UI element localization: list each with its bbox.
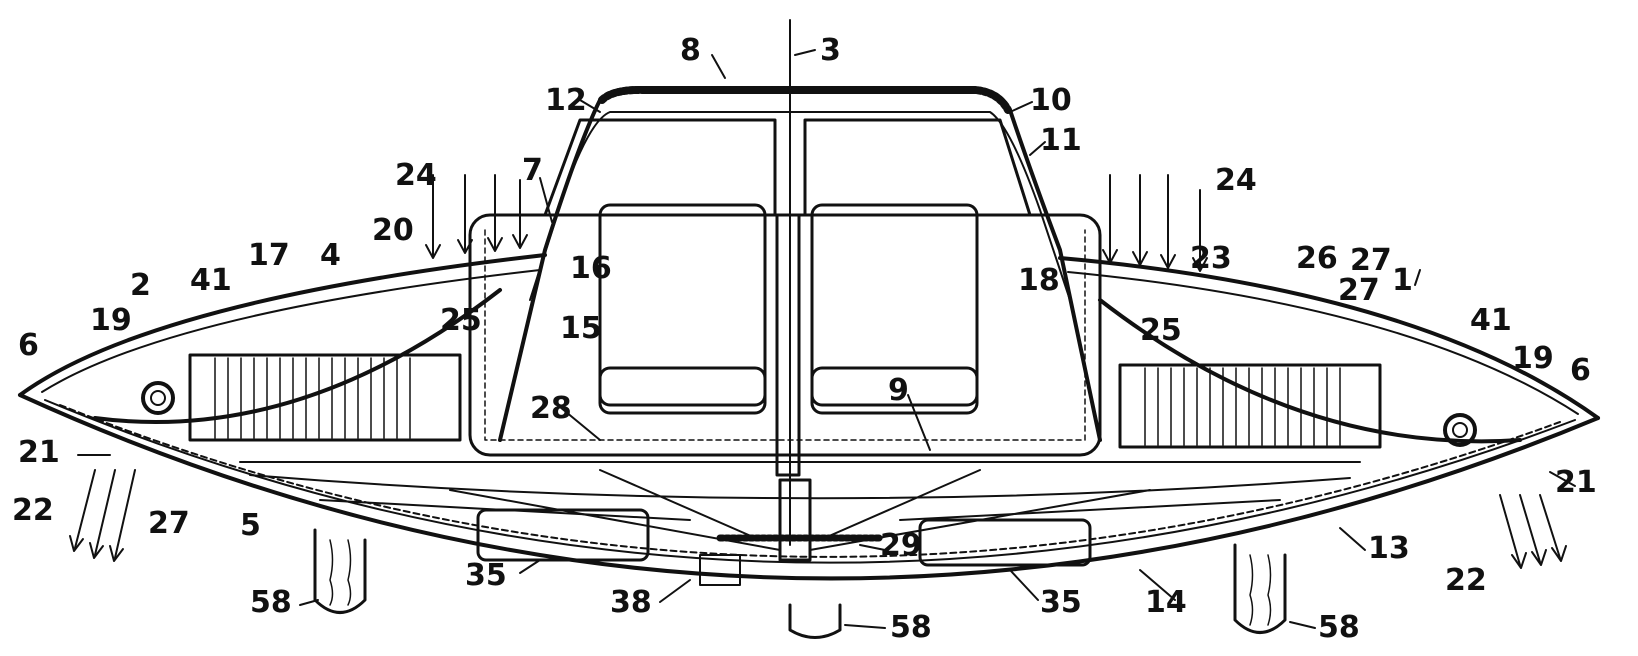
ducted-fan-left — [93, 288, 502, 442]
hull-upper-outer-right — [1058, 256, 1600, 420]
seat-back-left — [598, 203, 767, 407]
ref-19-left: 19 — [90, 303, 132, 338]
ref-8: 8 — [680, 33, 701, 68]
hull-upper-outer — [18, 253, 547, 397]
ref-21-right: 21 — [1555, 465, 1597, 500]
ref-27-top: 27 — [1350, 243, 1392, 278]
airflow-arrows-top-right — [1102, 174, 1208, 272]
ref-28: 28 — [530, 391, 572, 426]
ref-16: 16 — [570, 251, 612, 286]
ref-35-left: 35 — [465, 558, 507, 593]
duct-curve-right — [1098, 298, 1522, 444]
ref-3: 3 — [820, 33, 841, 68]
battery-right — [918, 518, 1092, 567]
ref-41-right: 41 — [1470, 303, 1512, 338]
ref-4: 4 — [320, 238, 341, 273]
ref-1: 1 — [1392, 263, 1413, 298]
ref-9: 9 — [888, 373, 909, 408]
hull-upper-inner — [41, 269, 541, 393]
ref-6-right: 6 — [1570, 353, 1591, 388]
seat-base-left — [598, 366, 767, 415]
ref-5: 5 — [240, 508, 261, 543]
hull-lower-outer — [18, 393, 1600, 581]
ref-6-left: 6 — [18, 328, 39, 363]
hull-shell — [18, 253, 1600, 581]
ref-25-left: 25 — [440, 303, 482, 338]
ref-38: 38 — [610, 585, 652, 620]
ducted-fan-right — [1098, 298, 1522, 449]
ref-22-left: 22 — [12, 493, 54, 528]
wheel-center — [788, 603, 842, 639]
ref-24-left: 24 — [395, 158, 437, 193]
center-console — [775, 213, 801, 477]
window-right — [803, 118, 1032, 217]
ref-13: 13 — [1368, 531, 1410, 566]
airflow-arrows-bottom-right — [1499, 494, 1567, 569]
airflow-arrows-bottom-left — [69, 469, 136, 562]
ref-7: 7 — [522, 153, 543, 188]
ref-58-left: 58 — [250, 585, 292, 620]
hub-right — [1443, 413, 1477, 447]
ref-17: 17 — [248, 238, 290, 273]
ref-14: 14 — [1145, 585, 1187, 620]
ref-41-left: 41 — [190, 263, 232, 298]
ref-10: 10 — [1030, 83, 1072, 118]
ref-29: 29 — [880, 528, 922, 563]
seat-base-right — [810, 366, 979, 415]
ref-18: 18 — [1018, 263, 1060, 298]
ref-21-left: 21 — [18, 435, 60, 470]
ref-25-right: 25 — [1140, 313, 1182, 348]
ref-11: 11 — [1040, 123, 1082, 158]
duct-curve-left — [93, 288, 502, 424]
hub-left — [141, 381, 175, 415]
ref-19-right: 19 — [1512, 341, 1554, 376]
window-left — [543, 118, 777, 217]
ref-2: 2 — [130, 268, 151, 303]
wheel-left — [313, 528, 367, 614]
wheel-right — [1233, 543, 1287, 634]
fan-housing-right — [1118, 363, 1382, 449]
fan-housing-left — [188, 353, 462, 442]
ref-27-left: 27 — [148, 506, 190, 541]
ref-22-right: 22 — [1445, 563, 1487, 598]
airflow-arrows-top-left — [425, 174, 528, 259]
canopy-inner — [529, 111, 1071, 301]
leader-lines — [77, 49, 1576, 629]
ref-58-center: 58 — [890, 610, 932, 645]
hull-upper-inner-right — [1067, 271, 1579, 415]
ref-23: 23 — [1190, 241, 1232, 276]
ref-58-right: 58 — [1318, 610, 1360, 645]
reference-numerals: 1 2 3 4 5 6 6 7 8 9 10 11 12 13 14 15 16… — [12, 33, 1597, 645]
hull-lower-inner — [44, 399, 1576, 564]
hull-lower-inner-2 — [59, 404, 1561, 558]
cabin-canopy — [468, 19, 1102, 546]
drive-gear — [699, 478, 884, 586]
canopy-top-hatched — [598, 86, 1012, 114]
ref-15: 15 — [560, 311, 602, 346]
ref-35-right: 35 — [1040, 585, 1082, 620]
battery-left — [476, 508, 650, 562]
seat-back-right — [810, 203, 979, 407]
ref-24-right: 24 — [1215, 163, 1257, 198]
ref-26: 26 — [1296, 241, 1338, 276]
ref-20: 20 — [372, 213, 414, 248]
ref-27-mid: 27 — [1338, 273, 1380, 308]
